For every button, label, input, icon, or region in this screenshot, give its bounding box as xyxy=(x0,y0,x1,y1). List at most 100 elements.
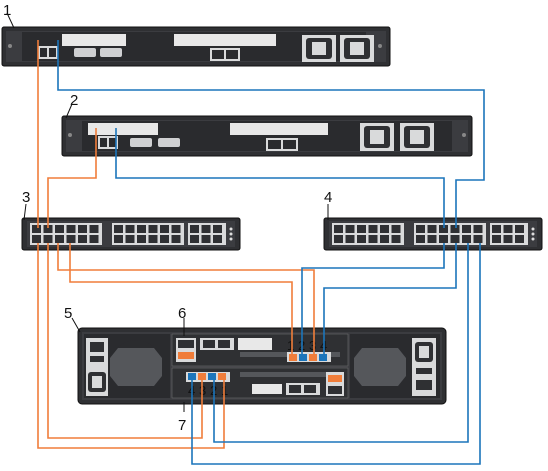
controller-6-iscsi-ports xyxy=(287,352,331,362)
switch-port xyxy=(114,235,123,243)
switch-port xyxy=(503,235,513,243)
switch-port xyxy=(439,225,448,233)
cable-server1-switch4 xyxy=(57,40,485,228)
switch-port xyxy=(357,225,366,233)
switch-port xyxy=(450,235,460,243)
switch-port xyxy=(66,235,76,243)
switch-port xyxy=(503,225,513,233)
callout-5: 5 xyxy=(64,305,72,322)
switch-port xyxy=(391,225,401,233)
cabling xyxy=(37,40,485,465)
switch-port xyxy=(416,235,425,243)
cable-server2-switch4 xyxy=(115,128,445,228)
server-2-rj45-ports xyxy=(98,136,298,151)
cable-switch4-ctrl7-port2 xyxy=(213,243,469,443)
switch-port xyxy=(66,225,76,233)
switch-port xyxy=(137,235,146,243)
switch-port xyxy=(380,235,389,243)
switch-port xyxy=(345,235,355,243)
callout-7: 7 xyxy=(178,417,186,434)
cable-switch3-ctrl6-port1 xyxy=(69,243,293,354)
switch-port xyxy=(160,225,169,233)
switch-port xyxy=(492,225,501,233)
switch-port xyxy=(334,235,343,243)
server-1-rj45-ports xyxy=(38,46,240,61)
server-2-label-panel-2 xyxy=(230,123,328,135)
switch-port xyxy=(55,225,64,233)
controller-6-port-1: 1 xyxy=(287,338,294,353)
switch-port xyxy=(380,225,389,233)
left-power-supply xyxy=(84,334,170,398)
callout-6: 6 xyxy=(178,305,186,322)
switch-port xyxy=(492,235,501,243)
cable-switch3-ctrl6-port3 xyxy=(57,243,315,354)
switch-port xyxy=(32,235,41,243)
switch-port xyxy=(213,225,222,233)
switch-port xyxy=(439,235,448,243)
switch-4 xyxy=(323,217,543,251)
right-power-supply xyxy=(350,334,440,398)
server-1-vga-ports xyxy=(74,48,122,57)
server-2-power-socket-icon xyxy=(360,123,434,151)
switch-port xyxy=(416,225,425,233)
switch-port xyxy=(137,225,146,233)
switch-port xyxy=(148,235,158,243)
switch-4-rj45-ports xyxy=(334,225,524,243)
switch-port xyxy=(201,225,211,233)
switch-port xyxy=(148,225,158,233)
switch-3 xyxy=(21,217,241,251)
cable-switch4-ctrl6-port2 xyxy=(301,243,445,354)
server-1-label-panel-2 xyxy=(174,34,276,46)
switch-port xyxy=(171,235,181,243)
left-fan-grille-icon xyxy=(110,340,162,392)
switch-port xyxy=(160,235,169,243)
cable-switch3-ctrl7-port3 xyxy=(47,243,203,439)
switch-port xyxy=(190,225,199,233)
cable-switch4-ctrl6-port4 xyxy=(323,243,457,354)
switch-port xyxy=(190,235,199,243)
cable-switch4-ctrl7-port4 xyxy=(191,243,481,465)
switch-port xyxy=(125,225,135,233)
switch-port xyxy=(43,225,53,233)
switch-port xyxy=(450,225,460,233)
server-2-label-panel xyxy=(88,123,158,135)
server-1-label-panel xyxy=(62,34,126,46)
switch-port xyxy=(368,225,378,233)
callout-1: 1 xyxy=(3,2,11,19)
switch-3-rj45-ports xyxy=(32,225,222,243)
switch-port xyxy=(515,235,524,243)
callout-3: 3 xyxy=(22,189,30,206)
server-2-vga-ports xyxy=(130,138,180,147)
callout-4: 4 xyxy=(324,189,332,206)
cable-switch3-ctrl7-port1 xyxy=(37,243,225,449)
switch-3-status-leds xyxy=(229,227,233,241)
callout-2: 2 xyxy=(70,92,78,109)
cable-server2-switch3 xyxy=(47,128,97,228)
controller-6 xyxy=(171,333,349,367)
switch-port xyxy=(473,235,483,243)
switch-port xyxy=(78,225,87,233)
controller-6-port-3: 3 xyxy=(309,338,316,353)
switch-port xyxy=(32,225,41,233)
controller-7-iscsi-ports xyxy=(186,372,230,382)
switch-port xyxy=(171,225,181,233)
switch-port xyxy=(55,235,64,243)
switch-port xyxy=(357,235,366,243)
switch-port xyxy=(213,235,222,243)
switch-port xyxy=(89,235,99,243)
switch-port xyxy=(462,235,471,243)
switch-port xyxy=(515,225,524,233)
switch-port xyxy=(89,225,99,233)
right-fan-grille-icon xyxy=(354,348,406,386)
switch-port xyxy=(427,225,437,233)
switch-port xyxy=(345,225,355,233)
switch-port xyxy=(391,235,401,243)
storage-array-5 xyxy=(77,327,447,405)
switch-port xyxy=(201,235,211,243)
server-1-power-socket-icon xyxy=(302,35,374,62)
server-1 xyxy=(1,26,391,67)
switch-port xyxy=(462,225,471,233)
switch-port xyxy=(473,225,483,233)
server-2 xyxy=(61,115,473,157)
